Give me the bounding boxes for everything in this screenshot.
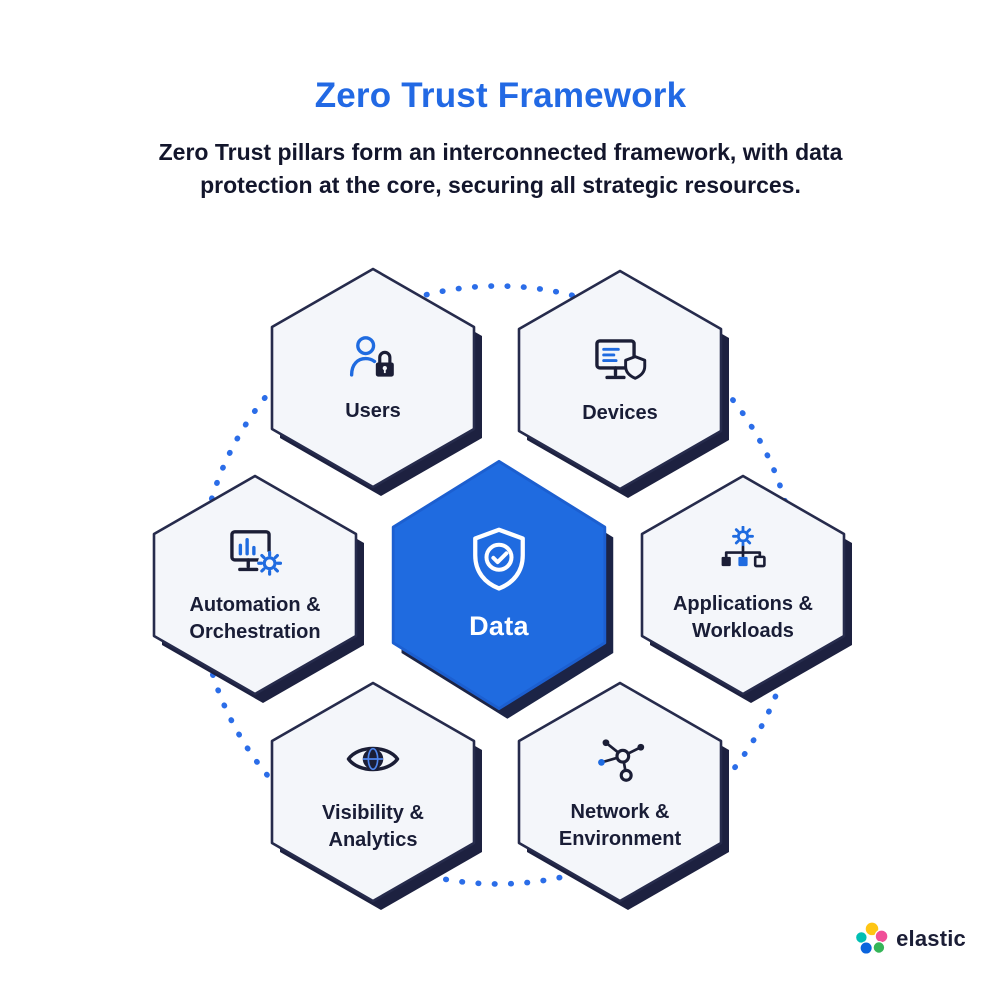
hexagon-shape [640, 474, 852, 703]
monitor-gear-icon [230, 530, 282, 576]
network-nodes-icon [598, 739, 645, 782]
center-label: Data [469, 610, 529, 641]
pillar-hex-network: Network & Environment [516, 680, 729, 910]
gear-hierarchy-icon [721, 526, 766, 568]
pillar-hex-automation: Automation & Orchestration [151, 473, 364, 703]
shield-check-icon [473, 527, 525, 591]
monitor-shield-icon [595, 339, 647, 380]
pillar-label: Automation & Orchestration [189, 594, 321, 643]
hexagon-shape [152, 474, 364, 703]
elastic-logo: elastic [855, 922, 966, 956]
hexagon-shape [391, 459, 614, 719]
eye-globe-icon [346, 746, 400, 772]
hexagon-shape [517, 681, 729, 910]
elastic-logo-text: elastic [896, 926, 966, 951]
pillar-hex-visibility: Visibility & Analytics [269, 680, 482, 910]
page-title: Zero Trust Framework [314, 76, 687, 115]
center-hex-data: Data [390, 458, 614, 719]
user-lock-icon [349, 336, 394, 377]
pillar-label: Visibility & Analytics [322, 802, 424, 851]
pillar-label: Network & Environment [558, 801, 682, 850]
hexagon-shape [270, 681, 482, 910]
page-subtitle: Zero Trust pillars form an interconnecte… [158, 139, 843, 198]
elastic-logo-icon [855, 922, 889, 955]
pillar-hex-devices: Devices [516, 268, 729, 498]
pillar-hex-users: Users [269, 266, 482, 496]
pillar-label: Applications & Workloads [672, 593, 813, 642]
hexagon-shape [517, 269, 729, 498]
pillar-label: Devices [582, 402, 658, 425]
hexagon-shape [270, 267, 482, 496]
pillar-hex-applications: Applications & Workloads [639, 473, 852, 703]
pillar-label: Users [345, 400, 401, 423]
